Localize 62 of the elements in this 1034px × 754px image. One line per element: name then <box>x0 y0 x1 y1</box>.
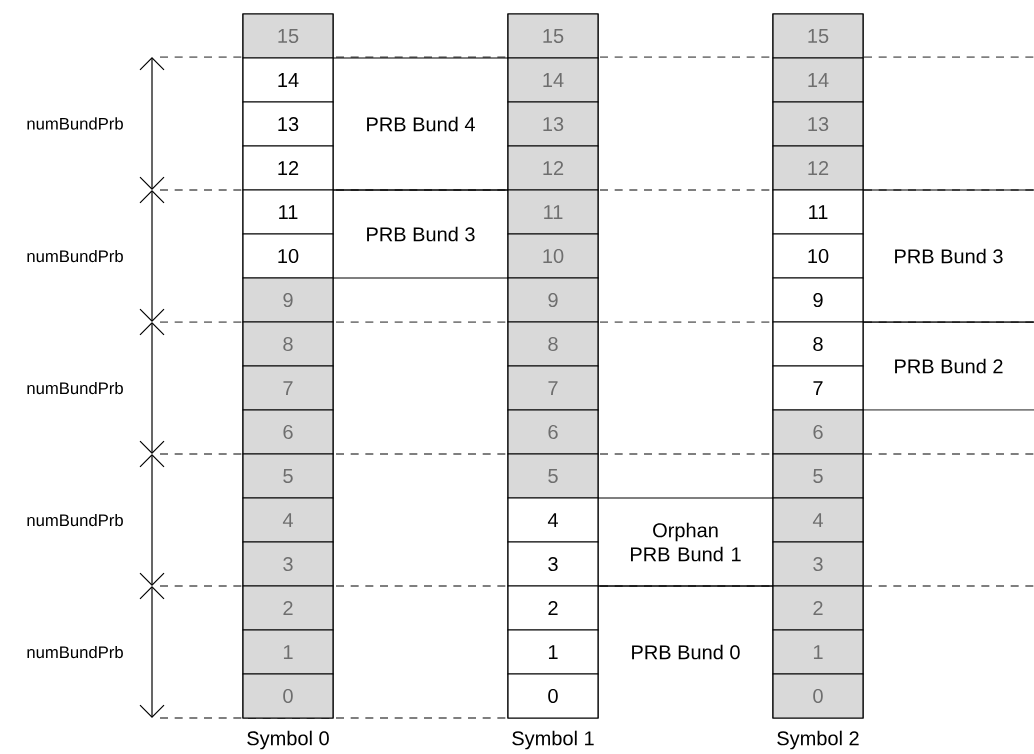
grid-cell: 1 <box>772 629 864 675</box>
grid-cell: 2 <box>772 585 864 631</box>
grid-cell: 13 <box>507 101 599 147</box>
grid-cell: 11 <box>507 189 599 235</box>
grid-cell: 13 <box>242 101 334 147</box>
grid-cell: 12 <box>507 145 599 191</box>
grid-cell: 1 <box>507 629 599 675</box>
grid-cell: 10 <box>507 233 599 279</box>
grid-cell: 4 <box>772 497 864 543</box>
dimension-label: numBundPrb <box>27 117 123 130</box>
grid-cell: 6 <box>772 409 864 455</box>
grid-cell: 7 <box>507 365 599 411</box>
grid-cell: 9 <box>772 277 864 323</box>
bundle-label: PRB Bund 3 <box>895 248 1003 264</box>
grid-cell: 3 <box>772 541 864 587</box>
column-caption: Symbol 2 <box>777 730 859 750</box>
bundle-label: Orphan PRB Bund 1 <box>631 522 741 562</box>
grid-cell: 6 <box>242 409 334 455</box>
grid-cell: 3 <box>507 541 599 587</box>
grid-cell: 8 <box>242 321 334 367</box>
grid-cell: 9 <box>507 277 599 323</box>
bundle-label: PRB Bund 0 <box>632 644 740 660</box>
bundle-label: PRB Bund 4 <box>367 116 475 132</box>
grid-cell: 3 <box>242 541 334 587</box>
dimension-label: numBundPrb <box>27 381 123 395</box>
grid-cell: 10 <box>242 233 334 279</box>
dimension-label: numBundPrb <box>27 645 123 659</box>
grid-cell: 7 <box>242 365 334 411</box>
grid-cell: 5 <box>772 453 864 499</box>
dimension-label: numBundPrb <box>27 513 123 527</box>
grid-cell: 12 <box>242 145 334 191</box>
grid-cell: 6 <box>507 409 599 455</box>
grid-cell: 4 <box>507 497 599 543</box>
bundle-label: PRB Bund 2 <box>895 358 1003 374</box>
grid-cell: 11 <box>772 189 864 235</box>
grid-cell: 14 <box>772 57 864 103</box>
column-caption: Symbol 0 <box>247 730 329 750</box>
grid-cell: 8 <box>507 321 599 367</box>
grid-cell: 14 <box>242 57 334 103</box>
grid-cell: 14 <box>507 57 599 103</box>
grid-cell: 0 <box>772 673 864 719</box>
bundle-label: PRB Bund 3 <box>367 226 475 242</box>
grid-cell: 0 <box>242 673 334 719</box>
grid-cell: 8 <box>772 321 864 367</box>
grid-cell: 0 <box>507 673 599 719</box>
grid-cell: 7 <box>772 365 864 411</box>
column-caption: Symbol 1 <box>512 730 594 750</box>
dimension-label: numBundPrb <box>27 249 123 263</box>
grid-cell: 9 <box>242 277 334 323</box>
grid-cell: 2 <box>507 585 599 631</box>
grid-cell: 4 <box>242 497 334 543</box>
grid-cell: 15 <box>772 13 864 59</box>
grid-cell: 15 <box>242 13 334 59</box>
grid-cell: 10 <box>772 233 864 279</box>
grid-cell: 1 <box>242 629 334 675</box>
grid-cell: 2 <box>242 585 334 631</box>
grid-cell: 15 <box>507 13 599 59</box>
grid-cell: 13 <box>772 101 864 147</box>
grid-cell: 5 <box>507 453 599 499</box>
grid-cell: 5 <box>242 453 334 499</box>
grid-cell: 11 <box>242 189 334 235</box>
grid-cell: 12 <box>772 145 864 191</box>
